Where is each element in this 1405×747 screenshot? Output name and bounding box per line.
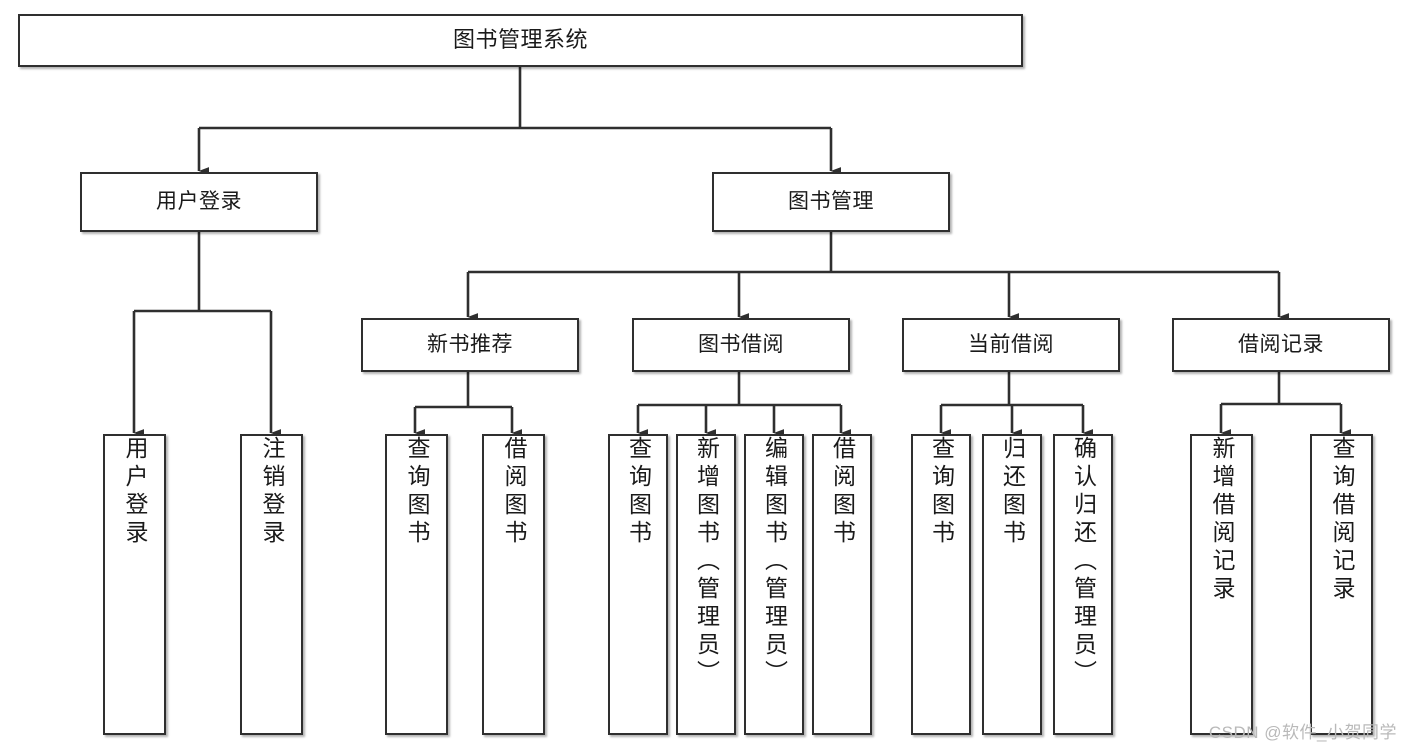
node-nb-borrow-label: 借阅图书 <box>501 436 527 548</box>
node-cb-confirm-label: 确认归还（管理员） <box>1070 436 1097 688</box>
node-cb-query-label: 查询图书 <box>928 436 955 548</box>
node-bb-borrow[interactable]: 借阅图书 <box>812 434 872 735</box>
node-bb-edit-label: 编辑图书（管理员） <box>761 436 788 688</box>
node-bb-query[interactable]: 查询图书 <box>608 434 668 735</box>
node-br-add[interactable]: 新增借阅记录 <box>1190 434 1253 735</box>
node-book-manage-label: 图书管理 <box>788 190 874 214</box>
node-book-manage[interactable]: 图书管理 <box>712 172 950 232</box>
node-new-book-rec[interactable]: 新书推荐 <box>361 318 579 372</box>
node-user-login-label: 用户登录 <box>156 190 242 214</box>
node-current-borrow-label: 当前借阅 <box>968 333 1054 357</box>
node-book-borrow-label: 图书借阅 <box>698 333 784 357</box>
node-new-book-rec-label: 新书推荐 <box>427 333 513 357</box>
node-cb-return-label: 归还图书 <box>999 436 1026 548</box>
watermark: CSDN @软件_小贺同学 <box>1208 723 1397 742</box>
node-user-logout[interactable]: 注销登录 <box>240 434 303 735</box>
node-br-add-label: 新增借阅记录 <box>1209 436 1235 604</box>
node-book-borrow[interactable]: 图书借阅 <box>632 318 850 372</box>
node-nb-query-label: 查询图书 <box>404 436 430 548</box>
node-borrow-record-label: 借阅记录 <box>1238 333 1324 357</box>
node-root[interactable]: 图书管理系统 <box>18 14 1023 67</box>
node-cb-query[interactable]: 查询图书 <box>911 434 971 735</box>
node-bb-add[interactable]: 新增图书（管理员） <box>676 434 736 735</box>
node-user-login-do[interactable]: 用户登录 <box>103 434 166 735</box>
node-root-label: 图书管理系统 <box>452 27 588 53</box>
node-bb-borrow-label: 借阅图书 <box>829 436 856 548</box>
node-user-logout-label: 注销登录 <box>259 436 285 548</box>
node-nb-query[interactable]: 查询图书 <box>385 434 448 735</box>
node-user-login-do-label: 用户登录 <box>122 436 148 548</box>
node-user-login[interactable]: 用户登录 <box>80 172 318 232</box>
node-nb-borrow[interactable]: 借阅图书 <box>482 434 545 735</box>
node-cb-return[interactable]: 归还图书 <box>982 434 1042 735</box>
node-bb-add-label: 新增图书（管理员） <box>693 436 720 688</box>
node-br-query-label: 查询借阅记录 <box>1329 436 1355 604</box>
node-bb-edit[interactable]: 编辑图书（管理员） <box>744 434 804 735</box>
node-cb-confirm[interactable]: 确认归还（管理员） <box>1053 434 1113 735</box>
node-br-query[interactable]: 查询借阅记录 <box>1310 434 1373 735</box>
node-borrow-record[interactable]: 借阅记录 <box>1172 318 1390 372</box>
node-bb-query-label: 查询图书 <box>625 436 652 548</box>
node-current-borrow[interactable]: 当前借阅 <box>902 318 1120 372</box>
